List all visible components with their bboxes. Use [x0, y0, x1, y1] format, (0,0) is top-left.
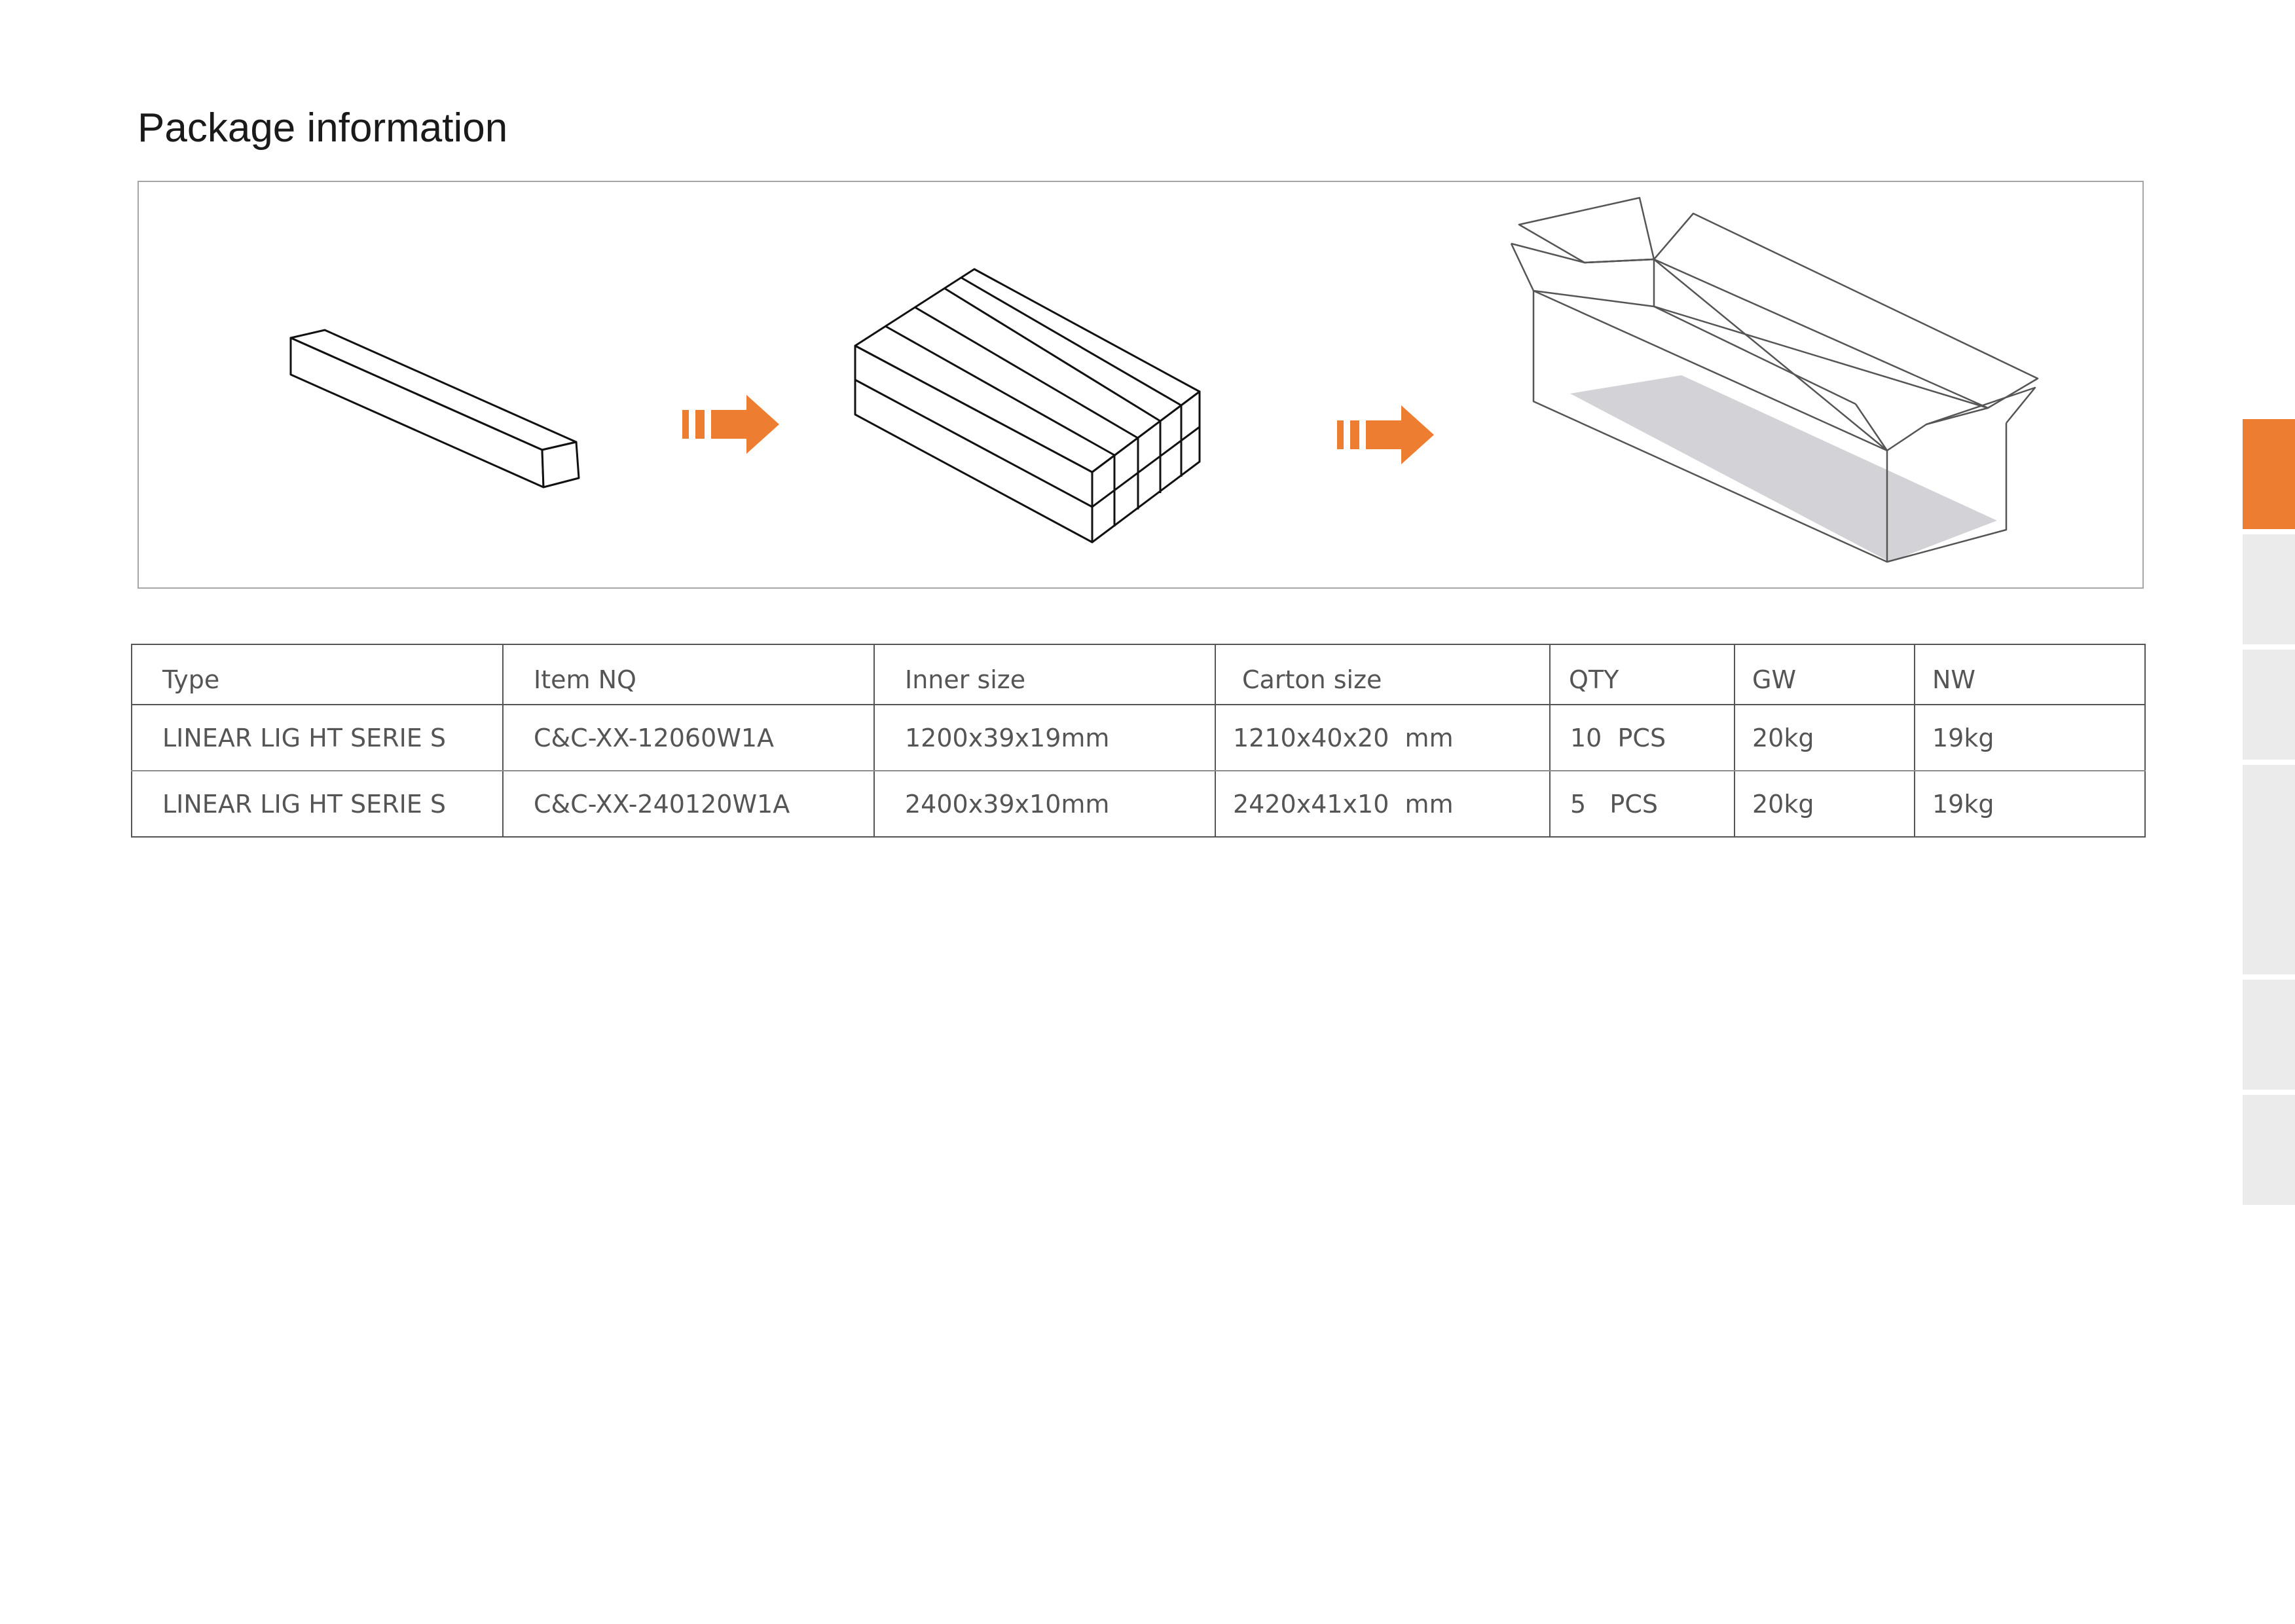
table-row: LINEAR LIG HT SERIE S C&C-XX-12060W1A 12… [131, 704, 2146, 771]
side-tab-1[interactable] [2243, 419, 2295, 529]
column-header-gw: GW [1734, 644, 1915, 705]
side-tab-3[interactable] [2243, 650, 2295, 760]
cell-type: LINEAR LIG HT SERIE S [131, 704, 504, 771]
side-tab-4[interactable] [2243, 765, 2295, 974]
single-light-bar-icon [289, 329, 580, 489]
cell-carton-size: 2420x41x10 mm [1215, 770, 1551, 838]
package-illustration [138, 181, 2144, 589]
table-header-row: Type Item NQ Inner size Carton size QTY … [131, 644, 2146, 705]
cell-type: LINEAR LIG HT SERIE S [131, 770, 504, 838]
column-header-nw: NW [1914, 644, 2146, 705]
cell-qty: 5 PCS [1549, 770, 1735, 838]
package-spec-table: Type Item NQ Inner size Carton size QTY … [131, 644, 2146, 838]
column-header-item-no: Item NQ [502, 644, 875, 705]
page-title: Package information [138, 105, 508, 151]
side-tab-6[interactable] [2243, 1095, 2295, 1205]
side-tab-2[interactable] [2243, 534, 2295, 644]
cell-qty: 10 PCS [1549, 704, 1735, 771]
cell-item-no: C&C-XX-240120W1A [502, 770, 875, 838]
arrow-right-icon [682, 395, 779, 454]
column-header-inner-size: Inner size [873, 644, 1216, 705]
open-carton-box-icon [1510, 196, 2039, 563]
column-header-qty: QTY [1549, 644, 1735, 705]
cell-gw: 20kg [1734, 770, 1915, 838]
side-tab-strip [2243, 419, 2295, 1210]
cell-inner-size: 1200x39x19mm [873, 704, 1216, 771]
cell-nw: 19kg [1914, 770, 2146, 838]
cell-gw: 20kg [1734, 704, 1915, 771]
arrow-right-icon [1337, 405, 1434, 464]
column-header-carton-size: Carton size [1215, 644, 1551, 705]
cell-item-no: C&C-XX-12060W1A [502, 704, 875, 771]
cell-nw: 19kg [1914, 704, 2146, 771]
table-row: LINEAR LIG HT SERIE S C&C-XX-240120W1A 2… [131, 770, 2146, 838]
cell-inner-size: 2400x39x10mm [873, 770, 1216, 838]
cell-carton-size: 1210x40x20 mm [1215, 704, 1551, 771]
column-header-type: Type [131, 644, 504, 705]
bundled-light-bars-icon [854, 268, 1201, 544]
side-tab-5[interactable] [2243, 980, 2295, 1090]
